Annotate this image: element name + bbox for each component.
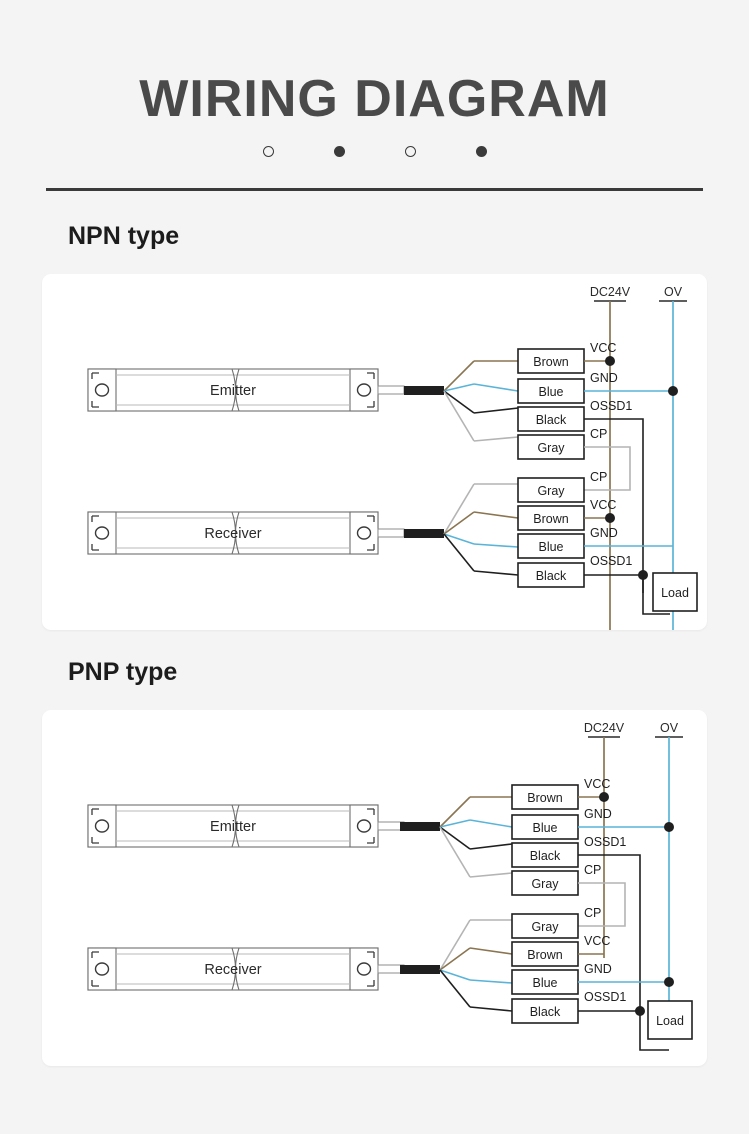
npn-receiver-wire-label-2: Blue <box>538 540 563 554</box>
pnp-receiver-signal-1: VCC <box>584 934 610 948</box>
npn-emitter-wire-label-1: Blue <box>538 385 563 399</box>
pnp-receiver-wire-row-blue: Blue GND <box>469 962 674 995</box>
pnp-receiver-wire-label-2: Blue <box>532 976 557 990</box>
pnp-receiver-label: Receiver <box>204 962 261 978</box>
npn-receiver-wire-row-gray: Gray CP <box>474 470 607 503</box>
npn-receiver-label: Receiver <box>204 526 261 542</box>
dot-hollow-1 <box>262 146 274 157</box>
npn-0v-label: OV <box>664 285 683 299</box>
pnp-emitter-wire-label-2: Black <box>530 849 561 863</box>
npn-load-label: Load <box>661 586 689 600</box>
npn-emitter-signal-2: OSSD1 <box>590 399 632 413</box>
npn-emitter-wire-label-3: Gray <box>537 441 565 455</box>
pnp-emitter-wire-label-1: Blue <box>532 821 557 835</box>
pnp-receiver-cable <box>400 919 471 1008</box>
npn-emitter-wire-row-blue: Blue GND <box>473 371 678 404</box>
dot-hollow-2 <box>404 146 416 157</box>
pnp-load-label: Load <box>656 1014 684 1028</box>
pnp-junction-vcc-emitter <box>599 792 609 802</box>
pnp-dc24v-label: DC24V <box>584 721 625 735</box>
npn-load: Load <box>642 572 698 615</box>
pnp-receiver-device: Receiver <box>87 947 405 991</box>
npn-emitter-wire-label-0: Brown <box>533 355 568 369</box>
section-title-npn: NPN type <box>68 222 180 250</box>
pnp-emitter-wire-label-3: Gray <box>531 877 559 891</box>
npn-receiver-wire-row-black: Black OSSD1 <box>473 554 648 588</box>
page-title: WIRING DIAGRAM <box>139 70 610 128</box>
pnp-receiver-wire-row-brown: Brown VCC <box>469 934 610 967</box>
pnp-receiver-signal-0: CP <box>584 906 601 920</box>
npn-diagram-card: Emitter Receiver <box>42 274 707 630</box>
pnp-receiver-signal-2: GND <box>584 962 612 976</box>
pnp-emitter-signal-1: GND <box>584 807 612 821</box>
pnp-emitter-wire-row-gray: Gray CP <box>469 863 626 927</box>
pnp-receiver-wire-label-0: Gray <box>531 920 559 934</box>
npn-emitter-cable <box>404 360 475 442</box>
pnp-load: Load <box>639 1000 693 1051</box>
pnp-emitter-wire-row-blue: Blue GND <box>469 807 674 840</box>
pnp-supply-rails: DC24V OV <box>584 721 683 1010</box>
npn-junction-vcc-receiver <box>605 513 615 523</box>
npn-junction-gnd-emitter <box>668 386 678 396</box>
npn-dc24v-label: DC24V <box>590 285 631 299</box>
npn-junction-vcc-emitter <box>605 356 615 366</box>
npn-receiver-cable <box>404 483 475 572</box>
header-divider <box>46 188 703 191</box>
pnp-wiring-schematic: Emitter Receiver <box>87 721 693 1051</box>
pnp-receiver-wire-label-1: Brown <box>527 948 562 962</box>
npn-receiver-wire-label-3: Black <box>536 569 567 583</box>
pnp-emitter-label: Emitter <box>210 819 256 835</box>
npn-wiring-schematic: Emitter Receiver <box>87 285 698 630</box>
pnp-receiver-wire-label-3: Black <box>530 1005 561 1019</box>
npn-receiver-signal-2: GND <box>590 526 618 540</box>
npn-emitter-label: Emitter <box>210 383 256 399</box>
pnp-emitter-wire-row-brown: Brown VCC <box>470 777 610 810</box>
pnp-emitter-signal-2: OSSD1 <box>584 835 626 849</box>
npn-emitter-signal-3: CP <box>590 427 607 441</box>
pnp-receiver-wire-row-black: Black OSSD1 <box>469 990 645 1024</box>
npn-emitter-wire-row-black: Black OSSD1 <box>473 399 644 593</box>
dot-solid-2 <box>475 146 487 157</box>
section-title-pnp: PNP type <box>68 658 178 686</box>
pnp-junction-ossd1 <box>635 1006 645 1016</box>
pnp-junction-gnd-receiver <box>664 977 674 987</box>
pnp-0v-label: OV <box>660 721 679 735</box>
dot-solid-1 <box>333 146 345 157</box>
npn-emitter-wire-row-gray: Gray CP <box>473 427 631 491</box>
pnp-emitter-device: Emitter <box>87 804 405 848</box>
npn-emitter-wire-label-2: Black <box>536 413 567 427</box>
pnp-emitter-wire-label-0: Brown <box>527 791 562 805</box>
pnp-emitter-cable <box>400 796 471 878</box>
pnp-emitter-signal-3: CP <box>584 863 601 877</box>
npn-receiver-wire-row-blue: Blue GND <box>473 526 673 559</box>
pnp-junction-gnd-emitter <box>664 822 674 832</box>
npn-receiver-signal-1: VCC <box>590 498 616 512</box>
npn-emitter-wire-row-brown: Brown VCC <box>474 341 616 374</box>
pnp-receiver-wire-row-gray: Gray CP <box>470 906 601 939</box>
pnp-diagram-card: Emitter Receiver <box>42 710 707 1066</box>
npn-receiver-wire-row-brown: Brown VCC <box>473 498 616 531</box>
decorative-dots <box>0 146 749 157</box>
pnp-emitter-signal-0: VCC <box>584 777 610 791</box>
npn-receiver-device: Receiver <box>87 511 405 555</box>
npn-emitter-signal-1: GND <box>590 371 618 385</box>
pnp-receiver-signal-3: OSSD1 <box>584 990 626 1004</box>
npn-receiver-signal-0: CP <box>590 470 607 484</box>
npn-receiver-signal-3: OSSD1 <box>590 554 632 568</box>
npn-emitter-signal-0: VCC <box>590 341 616 355</box>
pnp-emitter-wire-row-black: Black OSSD1 <box>469 835 641 1017</box>
npn-receiver-wire-label-1: Brown <box>533 512 568 526</box>
npn-emitter-device: Emitter <box>87 368 405 412</box>
npn-receiver-wire-label-0: Gray <box>537 484 565 498</box>
